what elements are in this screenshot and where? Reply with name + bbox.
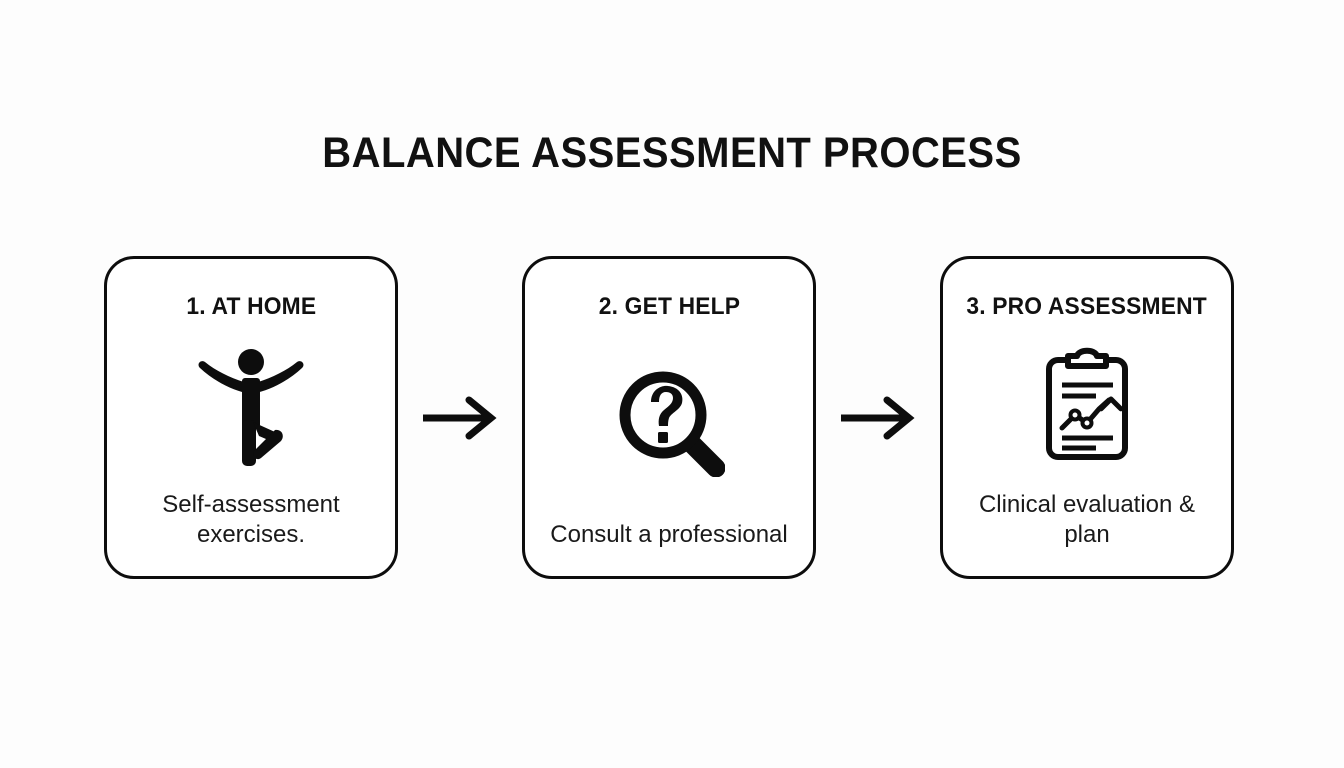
step-title: 3. PRO ASSESSMENT (966, 293, 1208, 320)
step-title: 2. GET HELP (598, 293, 740, 320)
arrow-right-icon (837, 395, 919, 441)
page-title: BALANCE ASSESSMENT PROCESS (322, 129, 1022, 177)
step-card-at-home[interactable]: 1. AT HOME Self-assessment e (104, 256, 398, 579)
step-caption: Consult a professional (550, 521, 788, 548)
process-flow: 1. AT HOME Self-assessment e (104, 255, 1234, 580)
balance-person-icon (117, 321, 385, 490)
step-caption: Clinical evaluation & plan (978, 491, 1196, 548)
clipboard-chart-icon (953, 321, 1221, 490)
step-card-get-help[interactable]: 2. GET HELP Consult a professional (522, 256, 816, 579)
step-caption: Self-assessment exercises. (162, 491, 340, 548)
step-title: 1. AT HOME (186, 293, 316, 320)
arrow-right-icon (419, 395, 501, 441)
magnifier-question-icon (535, 321, 803, 520)
step-card-pro-assessment[interactable]: 3. PRO ASSESSMENT (940, 256, 1234, 579)
